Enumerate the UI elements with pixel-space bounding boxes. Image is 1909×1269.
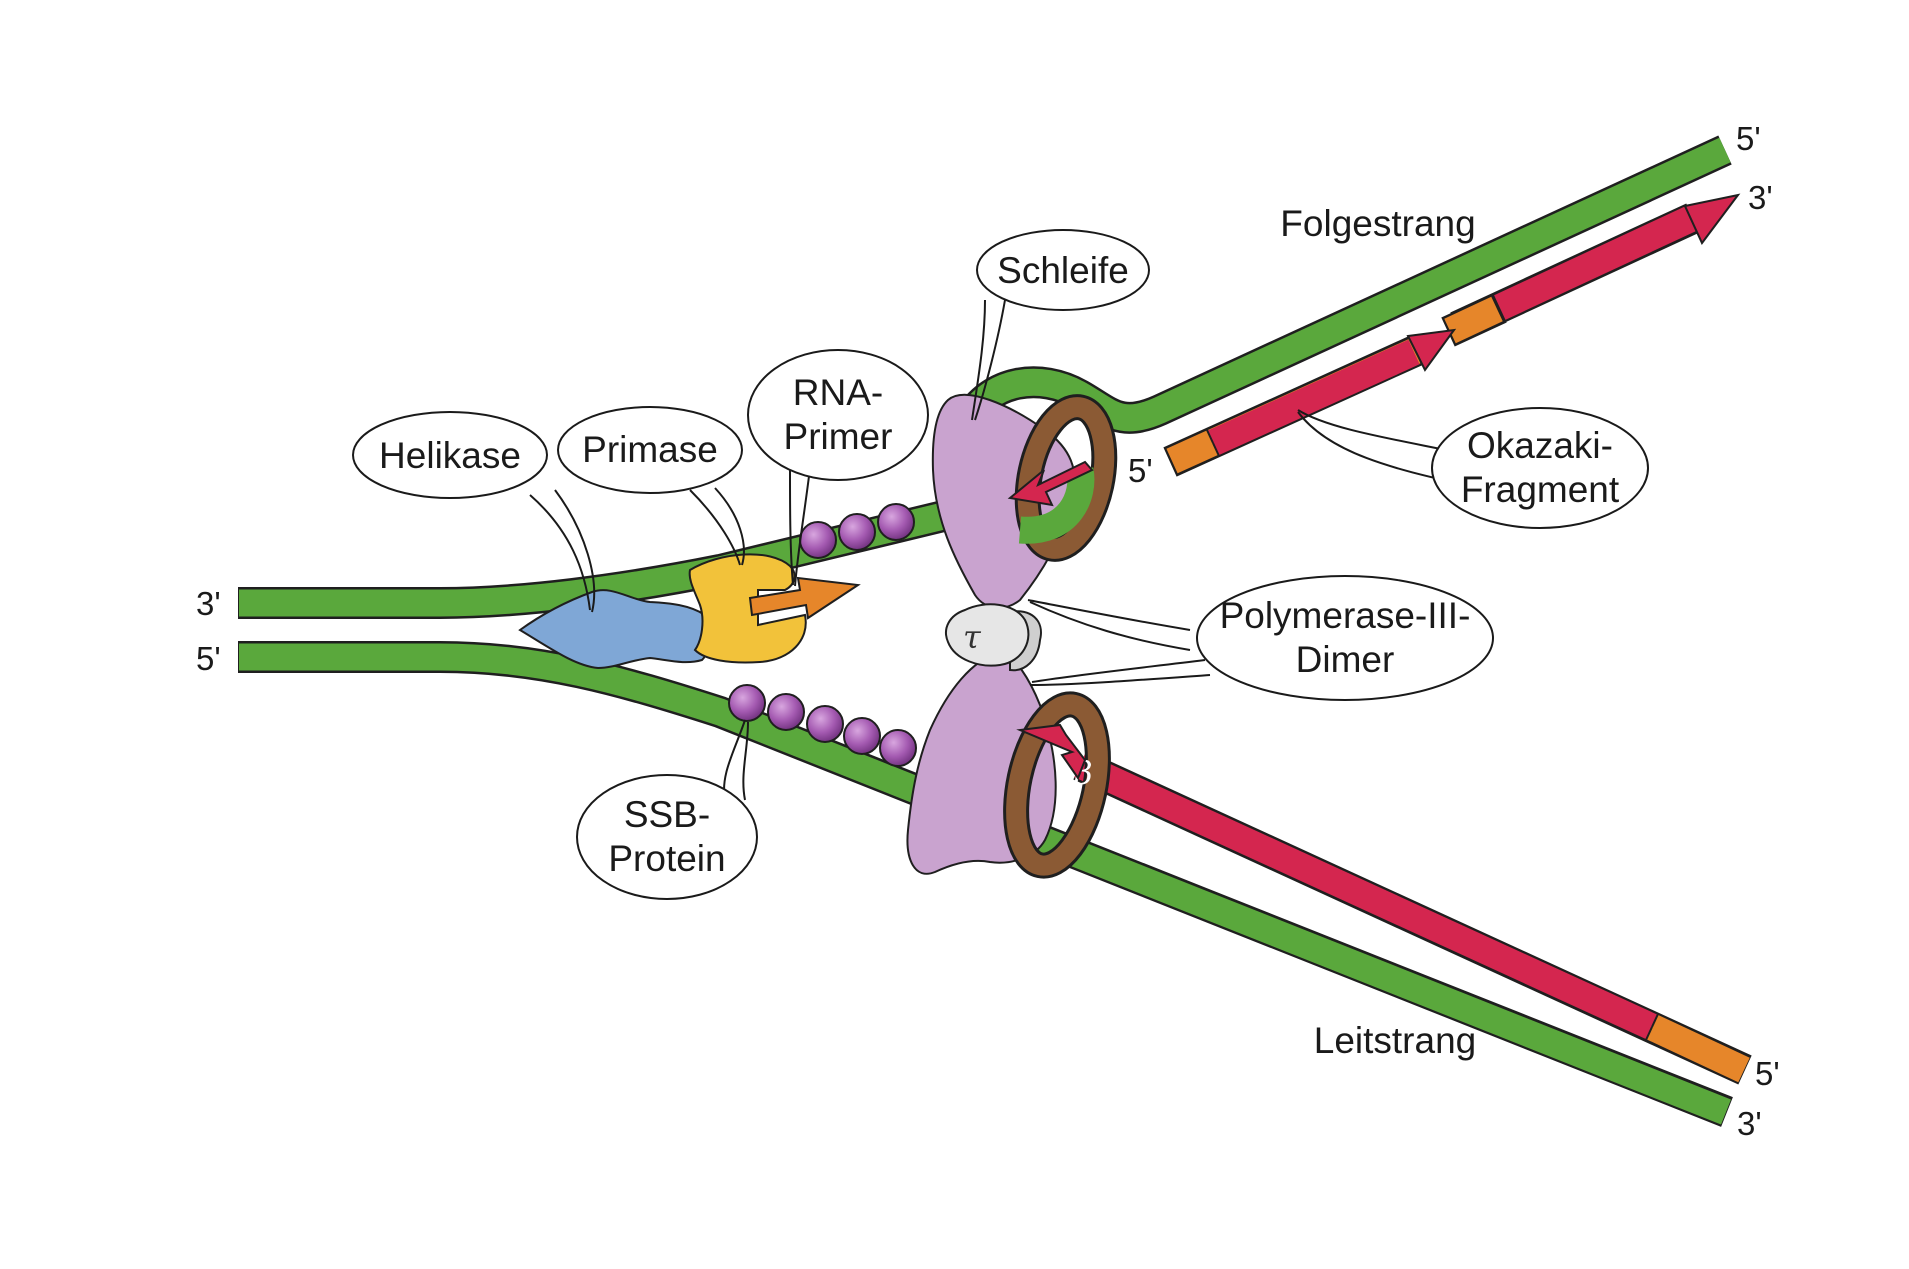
callout-helikase: Helikase: [352, 411, 596, 613]
polymerase-label-2: Dimer: [1296, 639, 1395, 680]
tau-label: τ: [963, 618, 982, 656]
polymerase-label-1: Polymerase-III-: [1220, 595, 1471, 636]
leading-strand-new-dna: [1073, 750, 1752, 1085]
folgestrang-label: Folgestrang: [1280, 203, 1475, 244]
ssb-label-2: Protein: [608, 838, 725, 879]
schleife-label: Schleife: [997, 250, 1129, 291]
ssb-proteins-lower: [728, 684, 917, 767]
callout-ssb: SSB- Protein: [576, 719, 758, 900]
end-folge-template: 5': [1736, 120, 1761, 157]
end-okazaki-start: 5': [1128, 452, 1153, 489]
beta-clamp-lower: β: [1003, 691, 1111, 879]
end-okazaki-tip: 3': [1748, 179, 1773, 216]
primase: [688, 553, 807, 664]
callout-primase: Primase: [557, 406, 745, 566]
end-leit-template: 3': [1737, 1105, 1762, 1142]
callout-polymerase: Polymerase-III- Dimer: [1027, 575, 1494, 701]
rna-primer-arrow: [748, 576, 861, 620]
leading-synthesis-arrow: [1016, 723, 1087, 781]
leitstrang-label: Leitstrang: [1314, 1020, 1477, 1061]
primase-label: Primase: [582, 429, 718, 470]
beta-clamp-upper: [1014, 394, 1118, 562]
okazaki-fragment-lower: [1163, 328, 1457, 477]
callout-schleife: Schleife: [971, 229, 1150, 421]
okazaki-fragment-upper: [1441, 193, 1741, 347]
callout-okazaki: Okazaki- Fragment: [1297, 407, 1649, 529]
end-leit-new: 5': [1755, 1055, 1780, 1092]
okazaki-label-2: Fragment: [1461, 469, 1620, 510]
template-strand-bottom: [238, 641, 1733, 1127]
callout-rna-primer: RNA- Primer: [747, 349, 929, 587]
tau-protein: τ: [945, 603, 1042, 672]
ssb-proteins-upper: [799, 503, 915, 559]
rna-primer-label-1: RNA-: [793, 372, 883, 413]
end-left-bottom: 5': [196, 640, 221, 677]
okazaki-label-1: Okazaki-: [1467, 425, 1613, 466]
end-left-top: 3': [196, 585, 221, 622]
rna-primer-label-2: Primer: [784, 416, 893, 457]
ssb-label-1: SSB-: [624, 794, 710, 835]
lagging-synthesis-arrow: [1007, 460, 1094, 507]
loop-front-segment: [1018, 467, 1095, 544]
helikase-label: Helikase: [379, 435, 521, 476]
